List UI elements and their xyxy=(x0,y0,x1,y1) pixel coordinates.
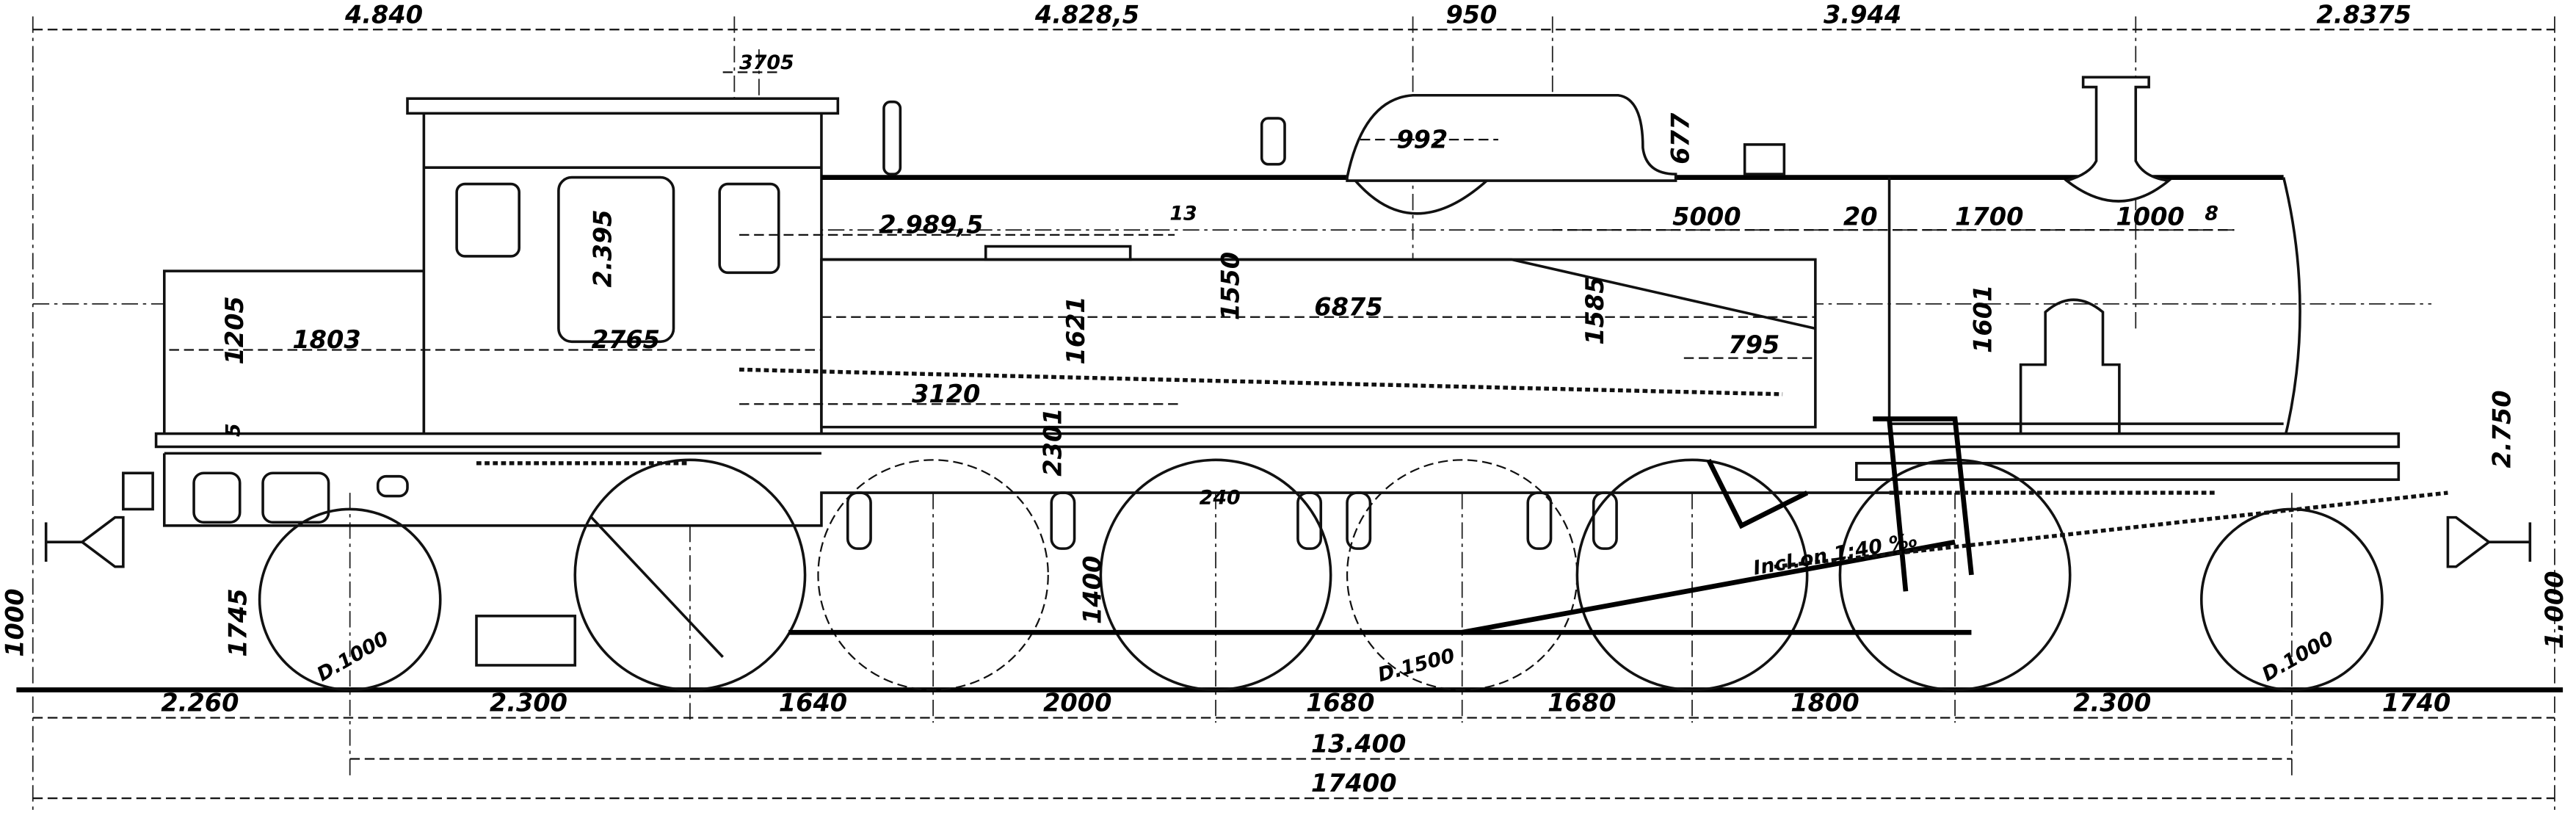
dim-992: 992 xyxy=(1396,125,1448,153)
coupled-wheel-3 xyxy=(1099,458,1332,692)
dim-1000-left: 1000 xyxy=(0,588,29,656)
dim-5: 5 xyxy=(222,423,245,437)
dim-1000-right: 1.000 xyxy=(2540,571,2569,648)
wheel-diameter-rear: D.1000 xyxy=(2258,627,2337,686)
front-buffer xyxy=(2446,515,2532,568)
wheels xyxy=(258,458,2384,692)
dim-1550: 1550 xyxy=(1216,252,1244,320)
dim-bottom-6: 1680 xyxy=(1548,689,1616,717)
steam-dome xyxy=(1346,93,1677,182)
dim-20: 20 xyxy=(1843,202,1878,231)
dim-bottom-9: 1740 xyxy=(2382,689,2450,717)
running-board xyxy=(154,432,2401,449)
dim-1601: 1601 xyxy=(1968,285,1997,353)
dim-length-total: 17400 xyxy=(1311,769,1397,797)
dim-3705: 3705 xyxy=(739,51,794,74)
chimney xyxy=(2064,76,2172,203)
incline-label: Incl.on 1:40 ‰ xyxy=(1752,529,1919,580)
dim-1745: 1745 xyxy=(224,588,253,656)
smokebox-saddle xyxy=(2019,298,2121,441)
dim-2301: 2301 xyxy=(1039,408,1067,476)
dim-1000-top: 1000 xyxy=(2116,202,2184,231)
dim-1205: 1205 xyxy=(220,296,249,364)
top-dimension-chain: 4.840 4.828,5 950 3.944 2.8375 3705 xyxy=(32,0,2555,74)
front-carrying-wheel xyxy=(258,507,442,692)
front-buffer-beam xyxy=(1855,462,2401,481)
dim-1700: 1700 xyxy=(1955,202,2023,231)
dim-top-2: 4.828,5 xyxy=(1034,0,1139,29)
dim-2765: 2765 xyxy=(592,325,660,354)
frame-lightening-holes xyxy=(192,471,1618,550)
dim-677: 677 xyxy=(1666,112,1695,164)
dim-240: 240 xyxy=(1200,487,1241,510)
bottom-dimension-chain: 2.260 2.300 1640 2000 1680 1680 1800 2.3… xyxy=(32,689,2555,800)
coal-bunker xyxy=(162,269,426,442)
dim-2750: 2.750 xyxy=(2487,390,2516,468)
dim-6875: 6875 xyxy=(1314,293,1382,322)
dim-3120: 3120 xyxy=(912,380,980,408)
dim-bottom-5: 1680 xyxy=(1306,689,1374,717)
safety-valves xyxy=(1743,143,1786,175)
cab xyxy=(406,97,840,442)
dim-8: 8 xyxy=(2205,203,2218,225)
coupled-wheel-2 xyxy=(817,459,1049,691)
dim-bottom-1: 2.260 xyxy=(161,689,239,717)
dim-bottom-2: 2.300 xyxy=(490,689,567,717)
dim-2989: 2.989,5 xyxy=(879,211,983,239)
dim-1803: 1803 xyxy=(292,325,360,354)
motion-rods xyxy=(475,367,2448,667)
dim-1400: 1400 xyxy=(1078,556,1106,624)
dim-13: 13 xyxy=(1169,203,1197,225)
dim-top-5: 2.8375 xyxy=(2316,0,2411,29)
dim-bottom-8: 2.300 xyxy=(2073,689,2151,717)
dim-795: 795 xyxy=(1728,330,1779,359)
dim-top-1: 4.840 xyxy=(344,0,423,29)
rear-buffer xyxy=(44,515,125,568)
dim-5000: 5000 xyxy=(1672,202,1741,231)
tank-filler xyxy=(984,245,1132,261)
dim-top-3: 950 xyxy=(1445,0,1497,29)
dim-1621: 1621 xyxy=(1062,296,1090,364)
coupled-wheel-6 xyxy=(1838,458,2072,692)
dim-bottom-4: 2000 xyxy=(1043,689,1111,717)
dim-2395: 2.395 xyxy=(588,209,617,287)
dim-wheelbase-total: 13.400 xyxy=(1311,730,1406,759)
wheel-diameter-front: D.1000 xyxy=(313,627,393,686)
frame xyxy=(162,452,1890,527)
coupled-wheel-5 xyxy=(1575,458,1809,692)
lamp xyxy=(882,100,902,175)
dim-1585: 1585 xyxy=(1581,276,1609,344)
dim-top-4: 3.944 xyxy=(1824,0,1901,29)
dim-bottom-7: 1800 xyxy=(1790,689,1859,717)
dim-bottom-3: 1640 xyxy=(779,689,847,717)
whistle xyxy=(1260,117,1286,166)
coupled-wheel-1 xyxy=(573,458,807,692)
rear-lamp-box xyxy=(122,471,154,511)
